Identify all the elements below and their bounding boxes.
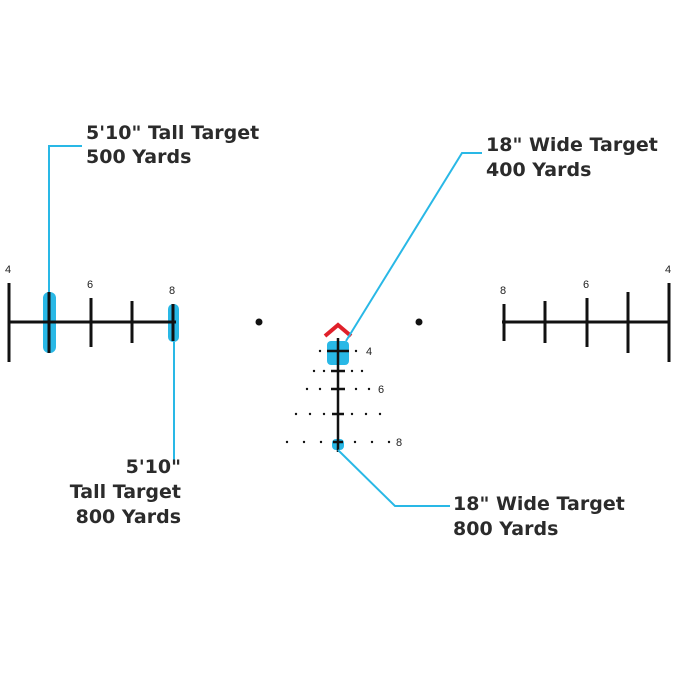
wind-dot [350, 369, 354, 373]
left-label-4: 4 [5, 264, 11, 276]
wind-dot [294, 412, 298, 416]
wind-dot [354, 387, 358, 391]
chevron-icon [323, 322, 353, 338]
callout-lines [48, 145, 482, 507]
windage-dots [285, 349, 391, 444]
tall-800-line1: 5'10" [126, 456, 181, 478]
right-label-8: 8 [500, 285, 506, 297]
right-stadia: 8 6 4 [500, 264, 671, 362]
wind-dot [319, 440, 323, 444]
wind-dot [305, 387, 309, 391]
center-label-4: 4 [366, 346, 372, 358]
wide-800-line1: 18" Wide Target [453, 493, 625, 515]
wind-dot [354, 349, 358, 353]
wind-dot [378, 412, 382, 416]
wind-dot [285, 440, 289, 444]
wind-dot [318, 387, 322, 391]
wind-dot [387, 440, 391, 444]
wind-dot [312, 369, 316, 373]
wind-dot [308, 412, 312, 416]
wind-dot [322, 412, 326, 416]
wind-dot [350, 412, 354, 416]
callout-wide-400-line [345, 152, 482, 342]
tall-800-line2: Tall Target [70, 481, 181, 503]
left-center-dot [255, 318, 263, 326]
left-label-6: 6 [87, 279, 93, 291]
wind-dot [353, 440, 357, 444]
wind-dot [364, 412, 368, 416]
wide-400-line1: 18" Wide Target [486, 134, 658, 156]
wind-dot [367, 387, 371, 391]
annotations: 5'10" Tall Target 500 Yards 18" Wide Tar… [70, 122, 658, 540]
wind-dot [318, 349, 322, 353]
wind-dot [370, 440, 374, 444]
right-center-dot [415, 318, 423, 326]
right-label-6: 6 [583, 279, 589, 291]
center-label-8: 8 [396, 437, 402, 449]
wide-800-line2: 800 Yards [453, 518, 558, 540]
left-label-8: 8 [169, 285, 175, 297]
center-reticle: 4 6 8 [285, 322, 402, 452]
wide-400-line2: 400 Yards [486, 159, 591, 181]
callout-wide-800-line [337, 449, 450, 507]
right-label-4: 4 [665, 264, 671, 276]
wind-dot [360, 369, 364, 373]
tall-500-line1: 5'10" Tall Target [86, 122, 259, 144]
wind-dot [322, 369, 326, 373]
tall-800-line3: 800 Yards [76, 506, 181, 528]
callout-tall-500-line [48, 145, 82, 292]
center-label-6: 6 [378, 384, 384, 396]
wind-dot [302, 440, 306, 444]
tall-500-line2: 500 Yards [86, 146, 191, 168]
left-stadia: 4 6 8 [5, 264, 179, 362]
